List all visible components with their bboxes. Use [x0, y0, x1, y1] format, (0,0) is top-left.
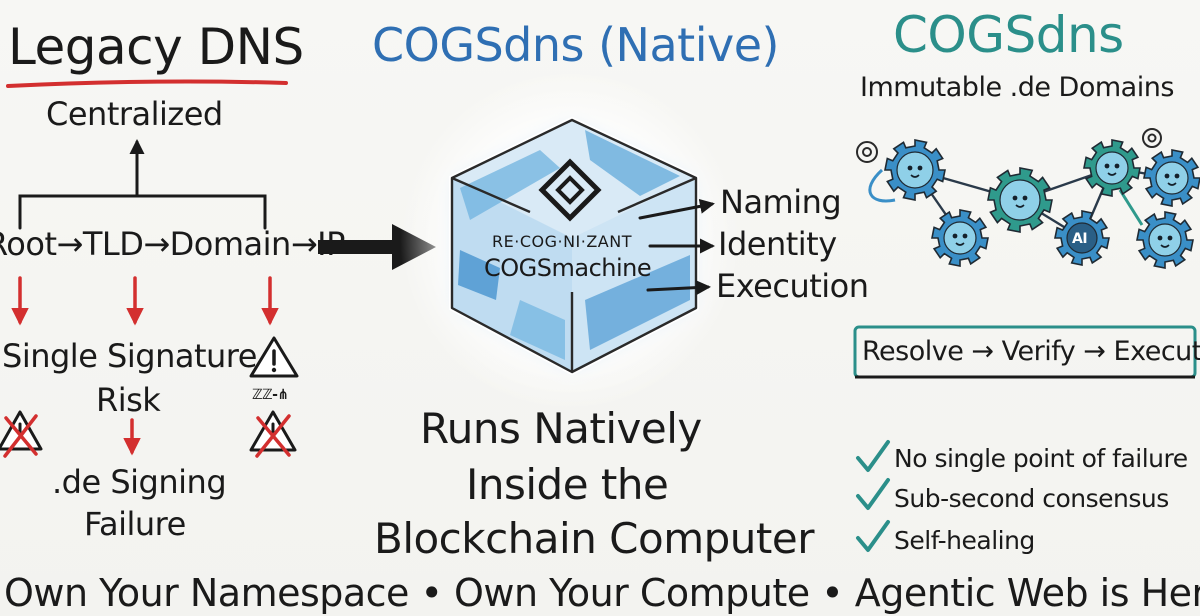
output-execution: Execution	[716, 267, 869, 305]
crossed-warning-icon-right	[249, 410, 297, 458]
hierarchy-tree	[18, 139, 267, 230]
runs-natively-line3: Blockchain Computer	[374, 514, 814, 563]
benefit-sub-second: Sub-second consensus	[894, 484, 1169, 513]
legacy-title-underline	[6, 79, 288, 88]
single-signature-risk-label: Risk	[96, 381, 161, 419]
gear-character-6	[1136, 211, 1194, 269]
de-signing-failure-label: Failure	[84, 505, 186, 543]
cogsmachine-cube	[400, 70, 740, 410]
output-identity: Identity	[718, 225, 837, 263]
single-signature-label: Single Signature	[2, 337, 257, 375]
gear-network	[856, 128, 1200, 269]
benefit-self-healing: Self-healing	[894, 526, 1035, 555]
footer-tagline: Own Your Namespace • Own Your Compute • …	[4, 571, 1200, 615]
resolve-verify-execute: Resolve → Verify → Execute	[862, 336, 1200, 367]
cube-product-label: COGSmachine	[484, 254, 652, 282]
de-signing-label: .de Signing	[52, 463, 227, 501]
cogsdns-native-title: COGSdns (Native)	[372, 18, 779, 72]
runs-natively-line2: Inside the	[466, 460, 669, 509]
dns-hierarchy-chain: Root→TLD→Domain→IP	[0, 225, 345, 263]
failure-arrows	[11, 276, 279, 456]
cogsdns-title: COGSdns	[893, 6, 1124, 64]
gear-character-1	[884, 139, 946, 201]
check-icons	[856, 440, 890, 552]
warning-icon	[249, 336, 299, 378]
cogsdns-subtitle: Immutable .de Domains	[860, 72, 1174, 103]
gear-character-4	[1083, 139, 1141, 197]
gear-character-2	[931, 209, 989, 267]
glitch-text: ℤℤ-⋔	[252, 387, 289, 403]
recognizant-logo-icon	[538, 158, 602, 222]
runs-natively-line1: Runs Natively	[420, 404, 702, 453]
cube-brand-label: RE·COG·NI·ZANT	[492, 232, 632, 251]
crossed-warning-icon-left	[0, 410, 43, 458]
gear-character-ai	[1054, 210, 1110, 266]
ai-gear-label: AI	[1072, 231, 1088, 247]
gear-character-3	[987, 167, 1053, 233]
gear-character-5	[1143, 149, 1200, 207]
benefit-no-single-point: No single point of failure	[894, 444, 1188, 473]
output-arrows	[638, 198, 715, 296]
legacy-dns-title: Legacy DNS	[8, 18, 304, 76]
output-naming: Naming	[720, 183, 842, 221]
centralized-label: Centralized	[46, 95, 223, 133]
